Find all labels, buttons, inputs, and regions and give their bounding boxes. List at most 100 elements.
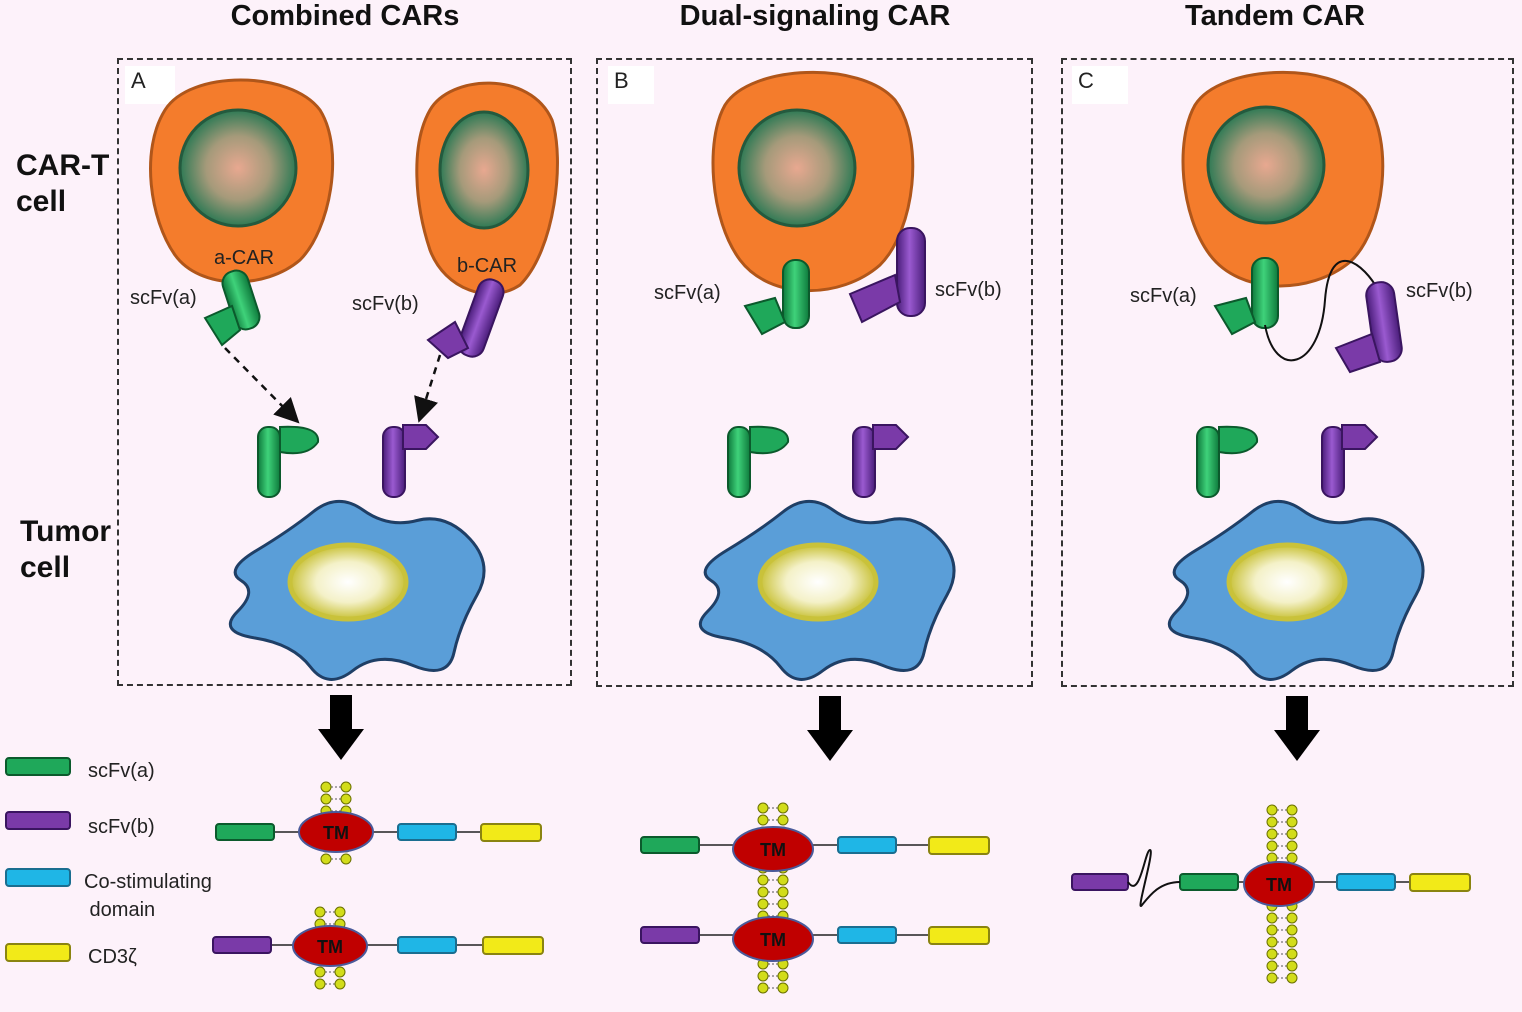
lipid-head (340, 853, 352, 865)
antigen-b-head (872, 424, 910, 450)
construct-b1-cd3z-bar (928, 836, 990, 855)
construct-b2-scfv-bar (640, 926, 700, 944)
panel-letter-a: A (125, 66, 175, 104)
lipid-head (1286, 936, 1298, 948)
lipid-head (757, 982, 769, 994)
construct-c-cd3z-bar (1409, 873, 1471, 892)
legend-swatch-scfv-b (5, 811, 71, 830)
lipid-head (1286, 828, 1298, 840)
binding-arrow-a (224, 347, 300, 424)
construct-b2-cd3z-bar (928, 926, 990, 945)
lipid-head (1286, 972, 1298, 984)
antigen-a-head (1218, 425, 1259, 455)
down-arrow-c (1274, 696, 1320, 761)
legend-label-cd3z: CD3ζ (88, 946, 137, 968)
lipid-head (777, 814, 789, 826)
legend-label-costim: Co-stimulating domain (84, 871, 212, 921)
antigen-b-stalk (852, 426, 876, 498)
construct-c-scfv-b-bar (1071, 873, 1129, 891)
panel-b-box (596, 58, 1033, 687)
lipid-head (314, 906, 326, 918)
tm-b2 (732, 916, 814, 962)
tumor-nucleus (1226, 542, 1348, 622)
lipid-head (320, 853, 332, 865)
lipid-head (1266, 972, 1278, 984)
label-b-scfv-b: scFv(b) (935, 279, 1002, 301)
construct-c-costim-bar (1336, 873, 1396, 891)
panel-title-combined: Combined CARs (230, 0, 460, 32)
antigen-a-stalk (727, 426, 751, 498)
construct-a2-cd3z-bar (482, 936, 544, 955)
lipid-head (1286, 924, 1298, 936)
lipid-head (777, 970, 789, 982)
lipid-head (777, 982, 789, 994)
label-a-scfv-b: scFv(b) (352, 293, 419, 315)
lipid-head (757, 874, 769, 886)
antigen-a-stalk (257, 426, 281, 498)
lipid-head (340, 781, 352, 793)
lipid-head (1266, 936, 1278, 948)
lipid-head (1266, 912, 1278, 924)
dual-scfv-b-receptor (848, 227, 926, 324)
panel-title-tandem: Tandem CAR (1185, 0, 1365, 32)
dual-scfv-a-receptor (743, 259, 810, 336)
antigen-b-head (402, 424, 440, 450)
lipid-head (1266, 924, 1278, 936)
construct-a2-costim-bar (397, 936, 457, 954)
construct-b2-costim-bar (837, 926, 897, 944)
antigen-a-head (749, 425, 790, 455)
row-label-car-t-cell: CAR-T cell (16, 149, 110, 218)
construct-a2-scfv-bar (212, 936, 272, 954)
lipid-head (334, 966, 346, 978)
binding-arrow-b (414, 354, 442, 423)
construct-b1-costim-bar (837, 836, 897, 854)
lipid-head (1286, 852, 1298, 864)
panel-a-box (117, 58, 572, 686)
construct-a1-cd3z-bar (480, 823, 542, 842)
lipid-head (757, 886, 769, 898)
lipid-head (777, 874, 789, 886)
legend-swatch-costim (5, 868, 71, 887)
tandem-scfv-b-receptor (1334, 281, 1403, 374)
tandem-construct-linker (1127, 848, 1181, 907)
antigen-b-stalk (1321, 426, 1345, 498)
panel-title-dual: Dual-signaling CAR (679, 0, 951, 32)
label-b-scfv-a: scFv(a) (654, 282, 721, 304)
row-label-tumor-cell: Tumor cell (20, 515, 112, 584)
tm-label: TM (1266, 875, 1292, 895)
lipid-head (777, 898, 789, 910)
tcell-nucleus-b (438, 110, 530, 230)
lipid-head (1286, 912, 1298, 924)
lipid-head (1266, 804, 1278, 816)
lipid-head (757, 898, 769, 910)
tumor-cell-b (698, 424, 956, 681)
lipid-head (320, 781, 332, 793)
tumor-cell-c (1167, 424, 1425, 681)
b-car-receptor (426, 278, 505, 360)
tm-a2 (292, 925, 368, 967)
tumor-cell-a (228, 424, 486, 681)
lipid-head (777, 886, 789, 898)
construct-c-scfv-bar (1179, 873, 1239, 891)
lipid-head (777, 802, 789, 814)
legend-swatch-cd3z (5, 943, 71, 962)
lipid-head (340, 793, 352, 805)
lipid-head (314, 966, 326, 978)
lipid-head (1286, 840, 1298, 852)
label-a-car: a-CAR (214, 247, 275, 269)
tumor-nucleus (287, 542, 409, 622)
antigen-a-stalk (1196, 426, 1220, 498)
tandem-linker (1264, 259, 1379, 362)
legend-swatch-scfv-a (5, 757, 71, 776)
construct-a1-costim-bar (397, 823, 457, 841)
tm-b1 (732, 826, 814, 872)
lipid-head (757, 802, 769, 814)
lipid-head (1286, 960, 1298, 972)
down-arrow-b (807, 696, 853, 761)
lipid-head (1266, 816, 1278, 828)
lipid-head (1286, 948, 1298, 960)
lipid-head (320, 793, 332, 805)
lipid-head (757, 970, 769, 982)
tandem-scfv-a-receptor (1213, 257, 1279, 336)
antigen-a-head (279, 425, 320, 455)
